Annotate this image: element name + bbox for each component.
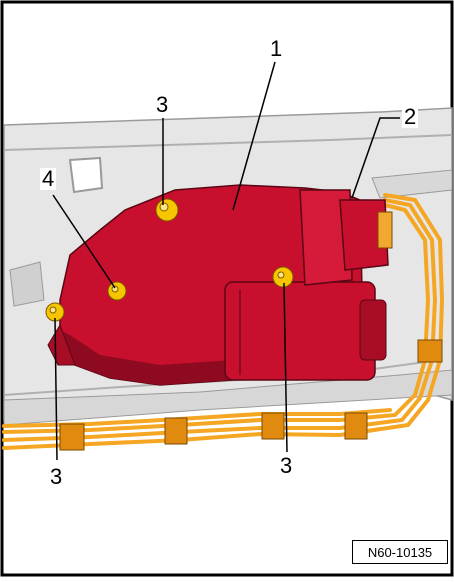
harness-tape-wraps <box>59 339 443 451</box>
callout-motor-unit: 1 <box>268 36 285 61</box>
control-unit-cover <box>299 189 353 286</box>
drive-motor-end-cap <box>359 299 387 361</box>
connector-plug <box>377 211 393 249</box>
figure-reference-code: N60-10135 <box>352 540 448 564</box>
panel-edge-right <box>371 169 453 199</box>
callout-screw-left: 3 <box>48 464 65 489</box>
screw-small <box>107 281 127 301</box>
panel-rail <box>3 369 453 426</box>
panel-bracket-left <box>9 261 45 307</box>
leader-4 <box>52 194 116 289</box>
leader-lines <box>52 61 400 461</box>
leader-2 <box>351 117 400 199</box>
motor-shadow <box>60 330 232 385</box>
callout-screw-top: 3 <box>154 92 171 117</box>
screw-middle <box>272 266 294 288</box>
drive-motor <box>224 281 376 381</box>
screw-left <box>45 302 65 322</box>
leader-1 <box>232 61 276 211</box>
leader-3-middle <box>283 282 288 453</box>
screw-top <box>155 198 179 222</box>
panel-ridge-upper <box>3 134 453 151</box>
callout-screw-middle: 3 <box>278 453 295 478</box>
callout-screw-small: 4 <box>40 166 57 191</box>
leader-3-left <box>54 317 58 461</box>
callout-connector: 2 <box>402 104 419 129</box>
panel-cutout <box>68 156 104 194</box>
connector-housing <box>339 199 389 271</box>
